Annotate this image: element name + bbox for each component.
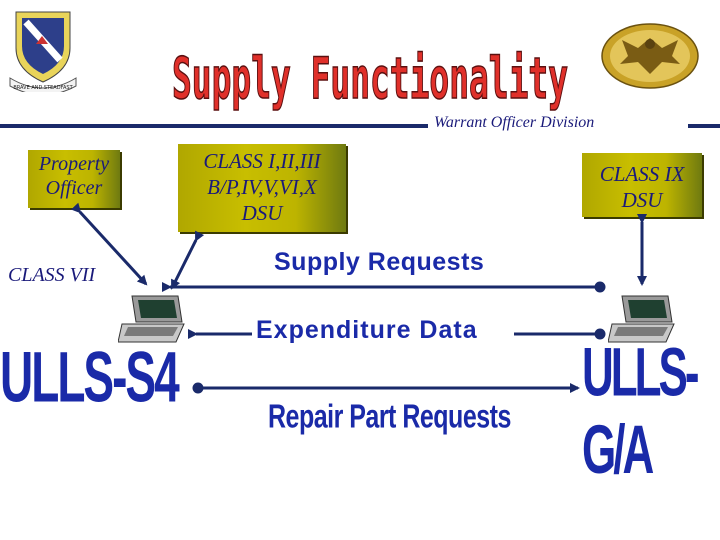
laptop-icon: [607, 292, 680, 348]
property-officer-line-1: Property: [38, 153, 110, 175]
ulls-g-a-label: ULLS-G/A: [582, 335, 700, 489]
class-ix-line-2: DSU: [621, 188, 663, 212]
svg-text:BRAVE AND STEADFAST: BRAVE AND STEADFAST: [13, 85, 73, 91]
supply-classes-line-1: CLASS I,II,III: [203, 149, 321, 173]
slide-title: Supply Functionality: [170, 2, 570, 114]
repair-part-requests-label: Repair Part Requests: [268, 398, 511, 436]
class-ix-line-1: CLASS IX: [599, 162, 685, 186]
warrant-officer-eagle-icon: [598, 18, 702, 92]
supply-classes-box: CLASS I,II,III B/P,IV,V,VI,X DSU: [178, 144, 346, 232]
class-vii-label: CLASS VII: [8, 264, 96, 286]
division-label: Warrant Officer Division: [430, 114, 688, 136]
slide-title-text: Supply Functionality: [172, 47, 568, 113]
arrow-supply-classes: [170, 230, 205, 290]
regimental-crest-icon: BRAVE AND STEADFAST: [8, 8, 78, 96]
ulls-s4-label: ULLS-S4: [0, 336, 180, 418]
class-ix-box: CLASS IX DSU: [582, 153, 702, 217]
supply-requests-label: Supply Requests: [274, 248, 485, 276]
header-divider: [0, 124, 720, 128]
expenditure-data-label: Expenditure Data: [256, 316, 478, 344]
supply-classes-line-3: DSU: [241, 201, 283, 225]
property-officer-line-2: Officer: [45, 177, 103, 199]
property-officer-box: Property Officer: [28, 150, 120, 208]
supply-classes-line-2: B/P,IV,V,VI,X: [207, 175, 317, 199]
laptop-icon: [117, 292, 190, 348]
